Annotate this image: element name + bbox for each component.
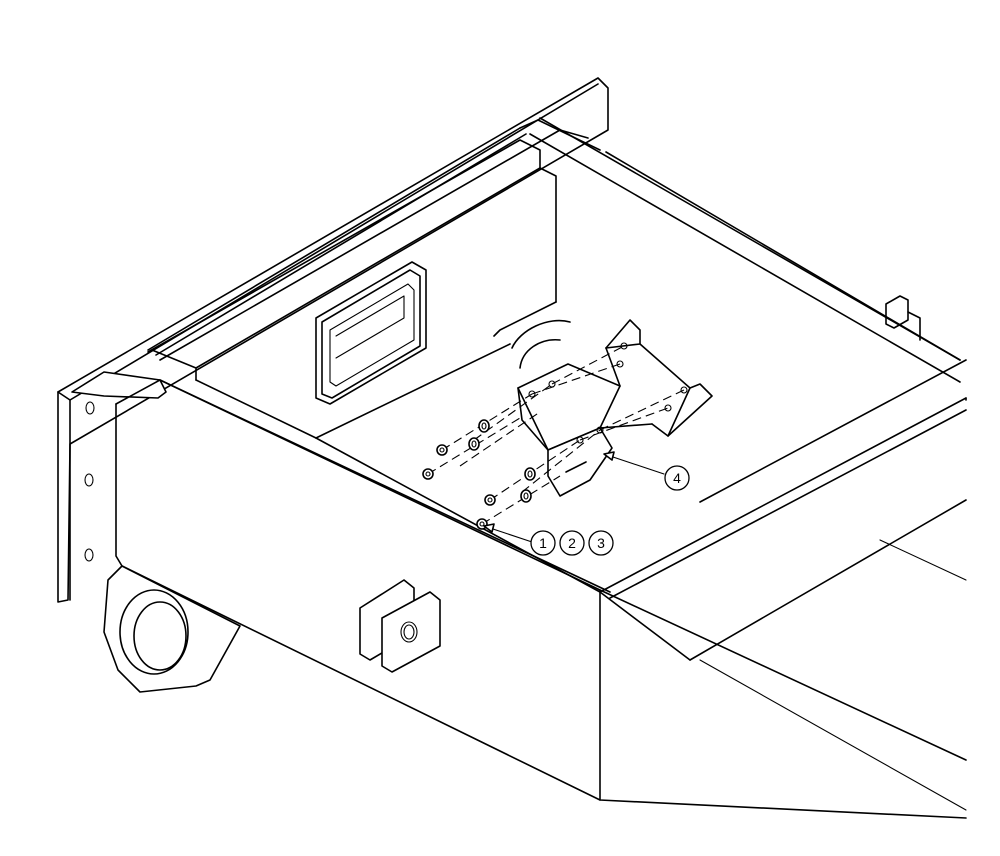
callout-1: 1 [530, 530, 556, 556]
leader-lines [483, 451, 665, 543]
washer-3 [524, 467, 536, 481]
side-bracket [359, 579, 441, 673]
top-rails [147, 117, 961, 383]
end-plate-hole-top [85, 401, 95, 415]
bolt-1 [436, 444, 448, 456]
end-plate-hole-middle [84, 473, 94, 487]
lower-lug [103, 565, 241, 693]
fasteners [422, 419, 536, 530]
washer-4 [520, 489, 532, 503]
end-plate-tab [71, 371, 167, 399]
floor-bore [511, 319, 571, 369]
pin [885, 295, 921, 341]
callout-2-label: 2 [568, 535, 576, 551]
callout-2: 2 [559, 530, 585, 556]
callout-3-label: 3 [597, 535, 605, 551]
angle-bracket [517, 319, 713, 497]
callout-4: 4 [664, 465, 690, 491]
callout-4-label: 4 [673, 470, 681, 486]
washer-1 [478, 419, 490, 433]
side-beam [115, 379, 967, 819]
explode-lines [427, 345, 685, 525]
floor-panels [315, 343, 967, 811]
end-plate [57, 77, 609, 603]
callout-1-label: 1 [539, 535, 547, 551]
end-plate-hole-bottom [84, 548, 94, 562]
cross-member [147, 139, 557, 439]
washer-2 [468, 437, 480, 451]
bolt-3 [484, 494, 496, 506]
cross-member-slot [315, 261, 427, 405]
bolt-2 [422, 468, 434, 480]
callout-3: 3 [588, 530, 614, 556]
